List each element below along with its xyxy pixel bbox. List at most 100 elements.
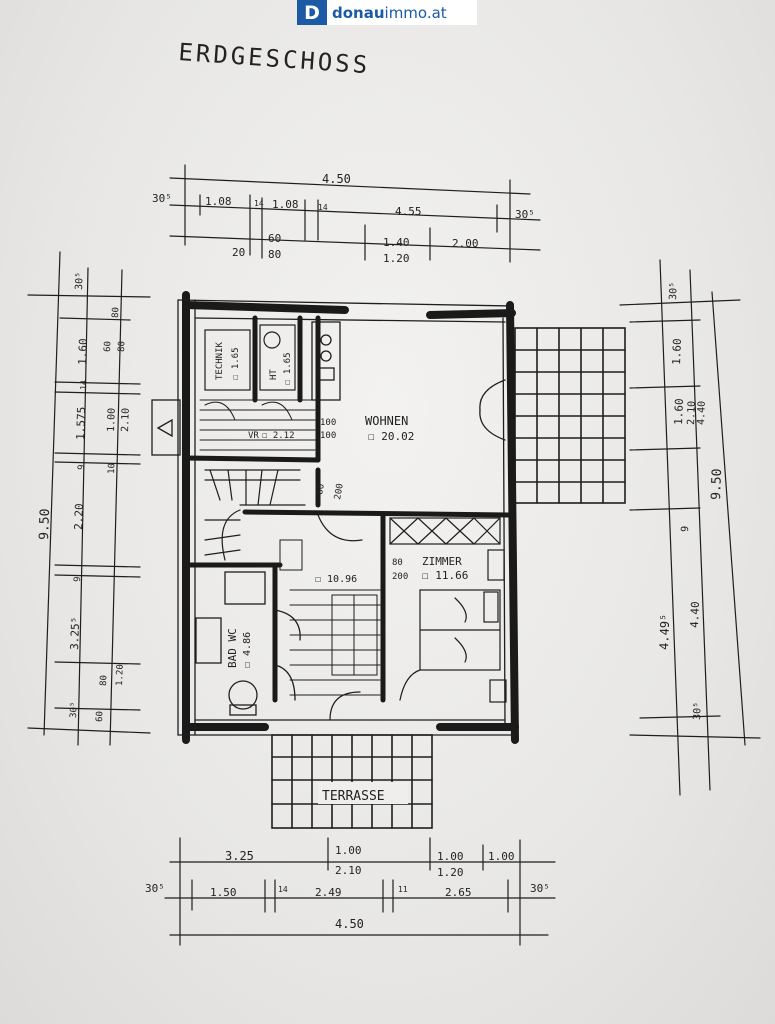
brand-logo[interactable]: D donauimmo.at	[297, 0, 477, 25]
bottom-dim-13: 30⁵	[530, 882, 550, 895]
top-dim-5: 14	[318, 203, 328, 212]
right-dim-7: 4.40	[696, 401, 708, 425]
top-dim-13: 2.00	[452, 237, 479, 250]
left-inner-1: 80	[111, 307, 121, 318]
room-area-ht: ☐ 1.65	[283, 352, 293, 385]
right-dimensions	[619, 259, 761, 796]
plan-title: ERDGESCHOSS	[178, 38, 371, 79]
left-inner-7: 80	[99, 675, 109, 686]
right-dim-5: 4.49⁵	[657, 614, 672, 651]
left-dim-1: 30⁵	[74, 272, 86, 290]
left-inner-3: 80	[117, 341, 127, 352]
left-inner-6: 10	[107, 463, 117, 474]
room-vorraum	[279, 539, 381, 696]
right-dim-3: 1.60	[672, 398, 686, 425]
top-dim-9: 60	[268, 232, 281, 245]
left-dim-9: 30⁵	[69, 702, 80, 719]
right-overall-dim: 9.50	[709, 468, 725, 500]
brand-name-light: immo.at	[384, 3, 447, 22]
terrace-door-wohnen	[479, 379, 506, 441]
bottom-dimensions	[164, 837, 556, 946]
room-area-zimmer: ☐ 11.66	[422, 569, 468, 582]
door-label-flur-1: 80	[315, 483, 327, 495]
top-dimensions	[169, 164, 541, 263]
bottom-dim-5: 1.20	[437, 866, 464, 879]
left-dim-6: 2.20	[72, 503, 86, 530]
bottom-dim-6: 1.00	[488, 850, 515, 863]
bottom-dim-3: 2.10	[335, 864, 362, 877]
right-dim-6: 2.10	[686, 401, 698, 425]
room-label-vr: VR	[248, 431, 259, 441]
bottom-dim-7: 30⁵	[145, 882, 165, 895]
room-area-wc: ☐ 4.86	[242, 632, 253, 668]
door-label-zimmer-1: 80	[392, 558, 403, 568]
bottom-dim-2: 1.00	[335, 844, 362, 857]
top-dim-1: 30⁵	[152, 192, 172, 205]
right-dim-8: 4.40	[688, 601, 702, 628]
door-label-wohnen-2: 100	[320, 431, 336, 441]
room-label-wc: BAD WC	[226, 628, 239, 668]
brand-logo-mark: D	[297, 0, 327, 25]
room-ht	[259, 324, 296, 391]
top-dim-8: 20	[232, 246, 245, 259]
room-area-wohnen: ☐ 20.02	[368, 430, 414, 443]
bottom-dim-8: 1.50	[210, 886, 237, 899]
left-overall-dim: 9.50	[37, 508, 53, 540]
right-dim-1: 30⁵	[668, 282, 680, 300]
left-inner-2: 60	[103, 341, 113, 352]
top-dim-10: 80	[268, 248, 281, 261]
bottom-dim-4: 1.00	[437, 850, 464, 863]
bottom-dim-10: 2.49	[315, 886, 342, 899]
top-dim-6: 4.55	[395, 205, 422, 218]
room-area-technik: ☐ 1.65	[231, 347, 241, 380]
kitchen-counter	[311, 321, 341, 401]
room-bad-wc	[195, 571, 301, 716]
bottom-overall-dim: 4.50	[335, 917, 364, 931]
room-vr	[199, 399, 316, 451]
top-overall-dim: 4.50	[322, 172, 351, 186]
top-dim-12: 1.20	[383, 252, 410, 265]
room-area-vr: ☐ 2.12	[262, 431, 295, 441]
bottom-dim-9: 14	[278, 885, 288, 894]
terrace-bottom	[271, 734, 433, 829]
left-dim-4: 1.575	[74, 407, 88, 441]
left-dim-5: 9	[77, 464, 87, 470]
top-dim-11: 1.40	[383, 236, 410, 249]
terrace-label-bg	[318, 782, 408, 804]
left-inner-9: 60	[95, 711, 105, 722]
door-label-wohnen-1: 100	[320, 418, 336, 428]
left-dim-3: 14	[79, 380, 88, 390]
exterior-walls	[182, 291, 519, 744]
bottom-dim-1: 3.25	[225, 849, 254, 863]
right-dim-4: 9	[680, 526, 691, 532]
left-dim-2: 1.60	[76, 338, 90, 365]
room-label-ht: HT	[269, 369, 279, 380]
left-dimensions	[27, 251, 151, 746]
right-dim-9: 30⁵	[692, 702, 704, 720]
side-entry-steps	[151, 399, 181, 456]
entrance-door-arc	[329, 691, 361, 721]
room-label-terrasse: TERRASSE	[322, 789, 385, 804]
top-dim-2: 1.08	[205, 195, 232, 208]
left-dim-7: 9	[73, 576, 83, 582]
terrace-right	[514, 327, 626, 504]
top-dim-4: 1.08	[272, 198, 299, 211]
left-inner-8: 1.20	[115, 664, 126, 686]
left-dim-8: 3.25⁵	[68, 617, 82, 651]
bottom-dim-11: 11	[398, 885, 408, 894]
room-label-zimmer: ZIMMER	[422, 555, 462, 568]
door-label-flur-2: 200	[333, 483, 346, 501]
hall-door-arc	[317, 514, 363, 542]
left-inner-5: 2.10	[120, 408, 132, 432]
room-label-technik: TECHNIK	[215, 341, 225, 380]
brand-logo-text: donauimmo.at	[332, 4, 447, 22]
bottom-dim-12: 2.65	[445, 886, 472, 899]
room-label-wohnen: WOHNEN	[365, 414, 408, 428]
door-label-zimmer-2: 200	[392, 572, 408, 582]
left-inner-4: 1.00	[106, 408, 118, 432]
right-dim-2: 1.60	[670, 338, 684, 365]
interior-walls	[183, 315, 513, 703]
staircase	[204, 469, 306, 561]
room-zimmer	[389, 517, 507, 703]
